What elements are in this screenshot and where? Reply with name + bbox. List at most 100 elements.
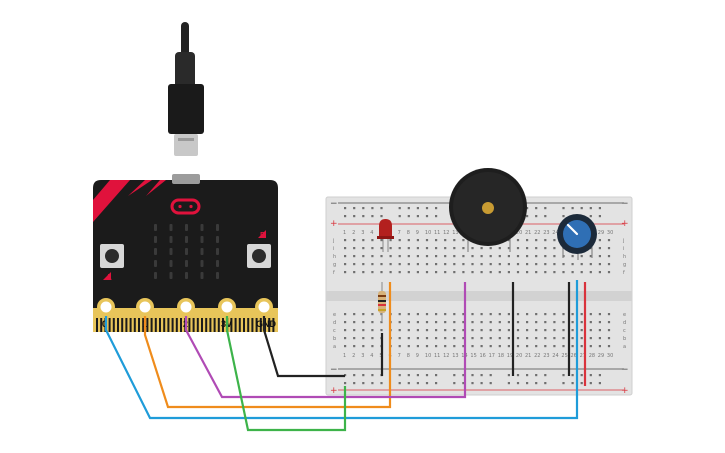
- terminal-hole[interactable]: [489, 263, 492, 266]
- rail-hole[interactable]: [489, 374, 492, 377]
- terminal-hole[interactable]: [416, 321, 419, 324]
- terminal-hole[interactable]: [398, 345, 401, 348]
- rail-hole[interactable]: [580, 382, 583, 385]
- terminal-hole[interactable]: [589, 263, 592, 266]
- terminal-hole[interactable]: [571, 271, 574, 274]
- terminal-hole[interactable]: [462, 247, 465, 250]
- terminal-hole[interactable]: [389, 239, 392, 242]
- terminal-hole[interactable]: [507, 263, 510, 266]
- terminal-hole[interactable]: [562, 313, 565, 316]
- terminal-hole[interactable]: [562, 345, 565, 348]
- terminal-hole[interactable]: [398, 337, 401, 340]
- terminal-hole[interactable]: [353, 239, 356, 242]
- rail-hole[interactable]: [471, 382, 474, 385]
- terminal-hole[interactable]: [598, 345, 601, 348]
- terminal-hole[interactable]: [353, 271, 356, 274]
- rail-hole[interactable]: [589, 374, 592, 377]
- terminal-hole[interactable]: [344, 345, 347, 348]
- terminal-hole[interactable]: [498, 313, 501, 316]
- terminal-hole[interactable]: [416, 329, 419, 332]
- terminal-hole[interactable]: [598, 337, 601, 340]
- terminal-hole[interactable]: [453, 345, 456, 348]
- terminal-hole[interactable]: [435, 329, 438, 332]
- terminal-hole[interactable]: [462, 263, 465, 266]
- terminal-hole[interactable]: [407, 271, 410, 274]
- terminal-hole[interactable]: [416, 337, 419, 340]
- terminal-hole[interactable]: [371, 345, 374, 348]
- terminal-hole[interactable]: [371, 255, 374, 258]
- rail-hole[interactable]: [598, 207, 601, 210]
- terminal-hole[interactable]: [489, 337, 492, 340]
- rail-hole[interactable]: [398, 207, 401, 210]
- terminal-hole[interactable]: [516, 321, 520, 324]
- terminal-hole[interactable]: [489, 247, 492, 250]
- terminal-hole[interactable]: [516, 255, 520, 258]
- terminal-hole[interactable]: [571, 321, 574, 324]
- rail-hole[interactable]: [598, 215, 601, 218]
- terminal-hole[interactable]: [489, 321, 492, 324]
- terminal-hole[interactable]: [516, 247, 520, 250]
- terminal-hole[interactable]: [425, 247, 429, 250]
- terminal-hole[interactable]: [453, 321, 456, 324]
- terminal-hole[interactable]: [471, 337, 474, 340]
- terminal-hole[interactable]: [398, 247, 401, 250]
- terminal-hole[interactable]: [607, 313, 611, 316]
- rail-hole[interactable]: [344, 374, 347, 377]
- terminal-hole[interactable]: [471, 313, 474, 316]
- terminal-hole[interactable]: [435, 247, 438, 250]
- terminal-hole[interactable]: [435, 239, 438, 242]
- rail-hole[interactable]: [471, 374, 474, 377]
- terminal-hole[interactable]: [480, 255, 483, 258]
- terminal-hole[interactable]: [498, 329, 501, 332]
- terminal-hole[interactable]: [489, 329, 492, 332]
- terminal-hole[interactable]: [580, 337, 583, 340]
- terminal-hole[interactable]: [425, 345, 429, 348]
- terminal-hole[interactable]: [553, 271, 556, 274]
- pin-3v[interactable]: [218, 298, 236, 316]
- rail-hole[interactable]: [535, 374, 538, 377]
- terminal-hole[interactable]: [380, 239, 383, 242]
- terminal-hole[interactable]: [580, 321, 583, 324]
- terminal-hole[interactable]: [562, 263, 565, 266]
- breadboard[interactable]: 1122334455667788991010111112121313141415…: [325, 196, 633, 396]
- terminal-hole[interactable]: [407, 313, 410, 316]
- terminal-hole[interactable]: [526, 337, 529, 340]
- rail-hole[interactable]: [435, 207, 438, 210]
- terminal-hole[interactable]: [353, 247, 356, 250]
- pin-1[interactable]: [136, 298, 154, 316]
- terminal-hole[interactable]: [371, 329, 374, 332]
- rail-hole[interactable]: [589, 207, 592, 210]
- terminal-hole[interactable]: [407, 247, 410, 250]
- terminal-hole[interactable]: [353, 313, 356, 316]
- terminal-hole[interactable]: [516, 329, 520, 332]
- terminal-hole[interactable]: [535, 345, 538, 348]
- rail-hole[interactable]: [580, 207, 583, 210]
- terminal-hole[interactable]: [362, 263, 365, 266]
- terminal-hole[interactable]: [380, 271, 383, 274]
- terminal-hole[interactable]: [380, 247, 383, 250]
- button-b[interactable]: [247, 244, 271, 268]
- terminal-hole[interactable]: [380, 263, 383, 266]
- rail-hole[interactable]: [416, 382, 419, 385]
- rail-hole[interactable]: [544, 215, 547, 218]
- terminal-hole[interactable]: [589, 345, 592, 348]
- terminal-hole[interactable]: [425, 271, 429, 274]
- terminal-hole[interactable]: [362, 247, 365, 250]
- terminal-hole[interactable]: [580, 345, 583, 348]
- rail-hole[interactable]: [535, 215, 538, 218]
- terminal-hole[interactable]: [571, 313, 574, 316]
- rail-hole[interactable]: [407, 207, 410, 210]
- terminal-hole[interactable]: [416, 255, 419, 258]
- terminal-hole[interactable]: [462, 239, 465, 242]
- terminal-hole[interactable]: [480, 321, 483, 324]
- terminal-hole[interactable]: [353, 263, 356, 266]
- terminal-hole[interactable]: [444, 337, 447, 340]
- terminal-hole[interactable]: [444, 329, 447, 332]
- rail-hole[interactable]: [526, 207, 529, 210]
- terminal-hole[interactable]: [598, 271, 601, 274]
- terminal-hole[interactable]: [416, 345, 419, 348]
- terminal-hole[interactable]: [589, 321, 592, 324]
- terminal-hole[interactable]: [562, 271, 565, 274]
- buzzer[interactable]: [449, 168, 527, 252]
- terminal-hole[interactable]: [535, 321, 538, 324]
